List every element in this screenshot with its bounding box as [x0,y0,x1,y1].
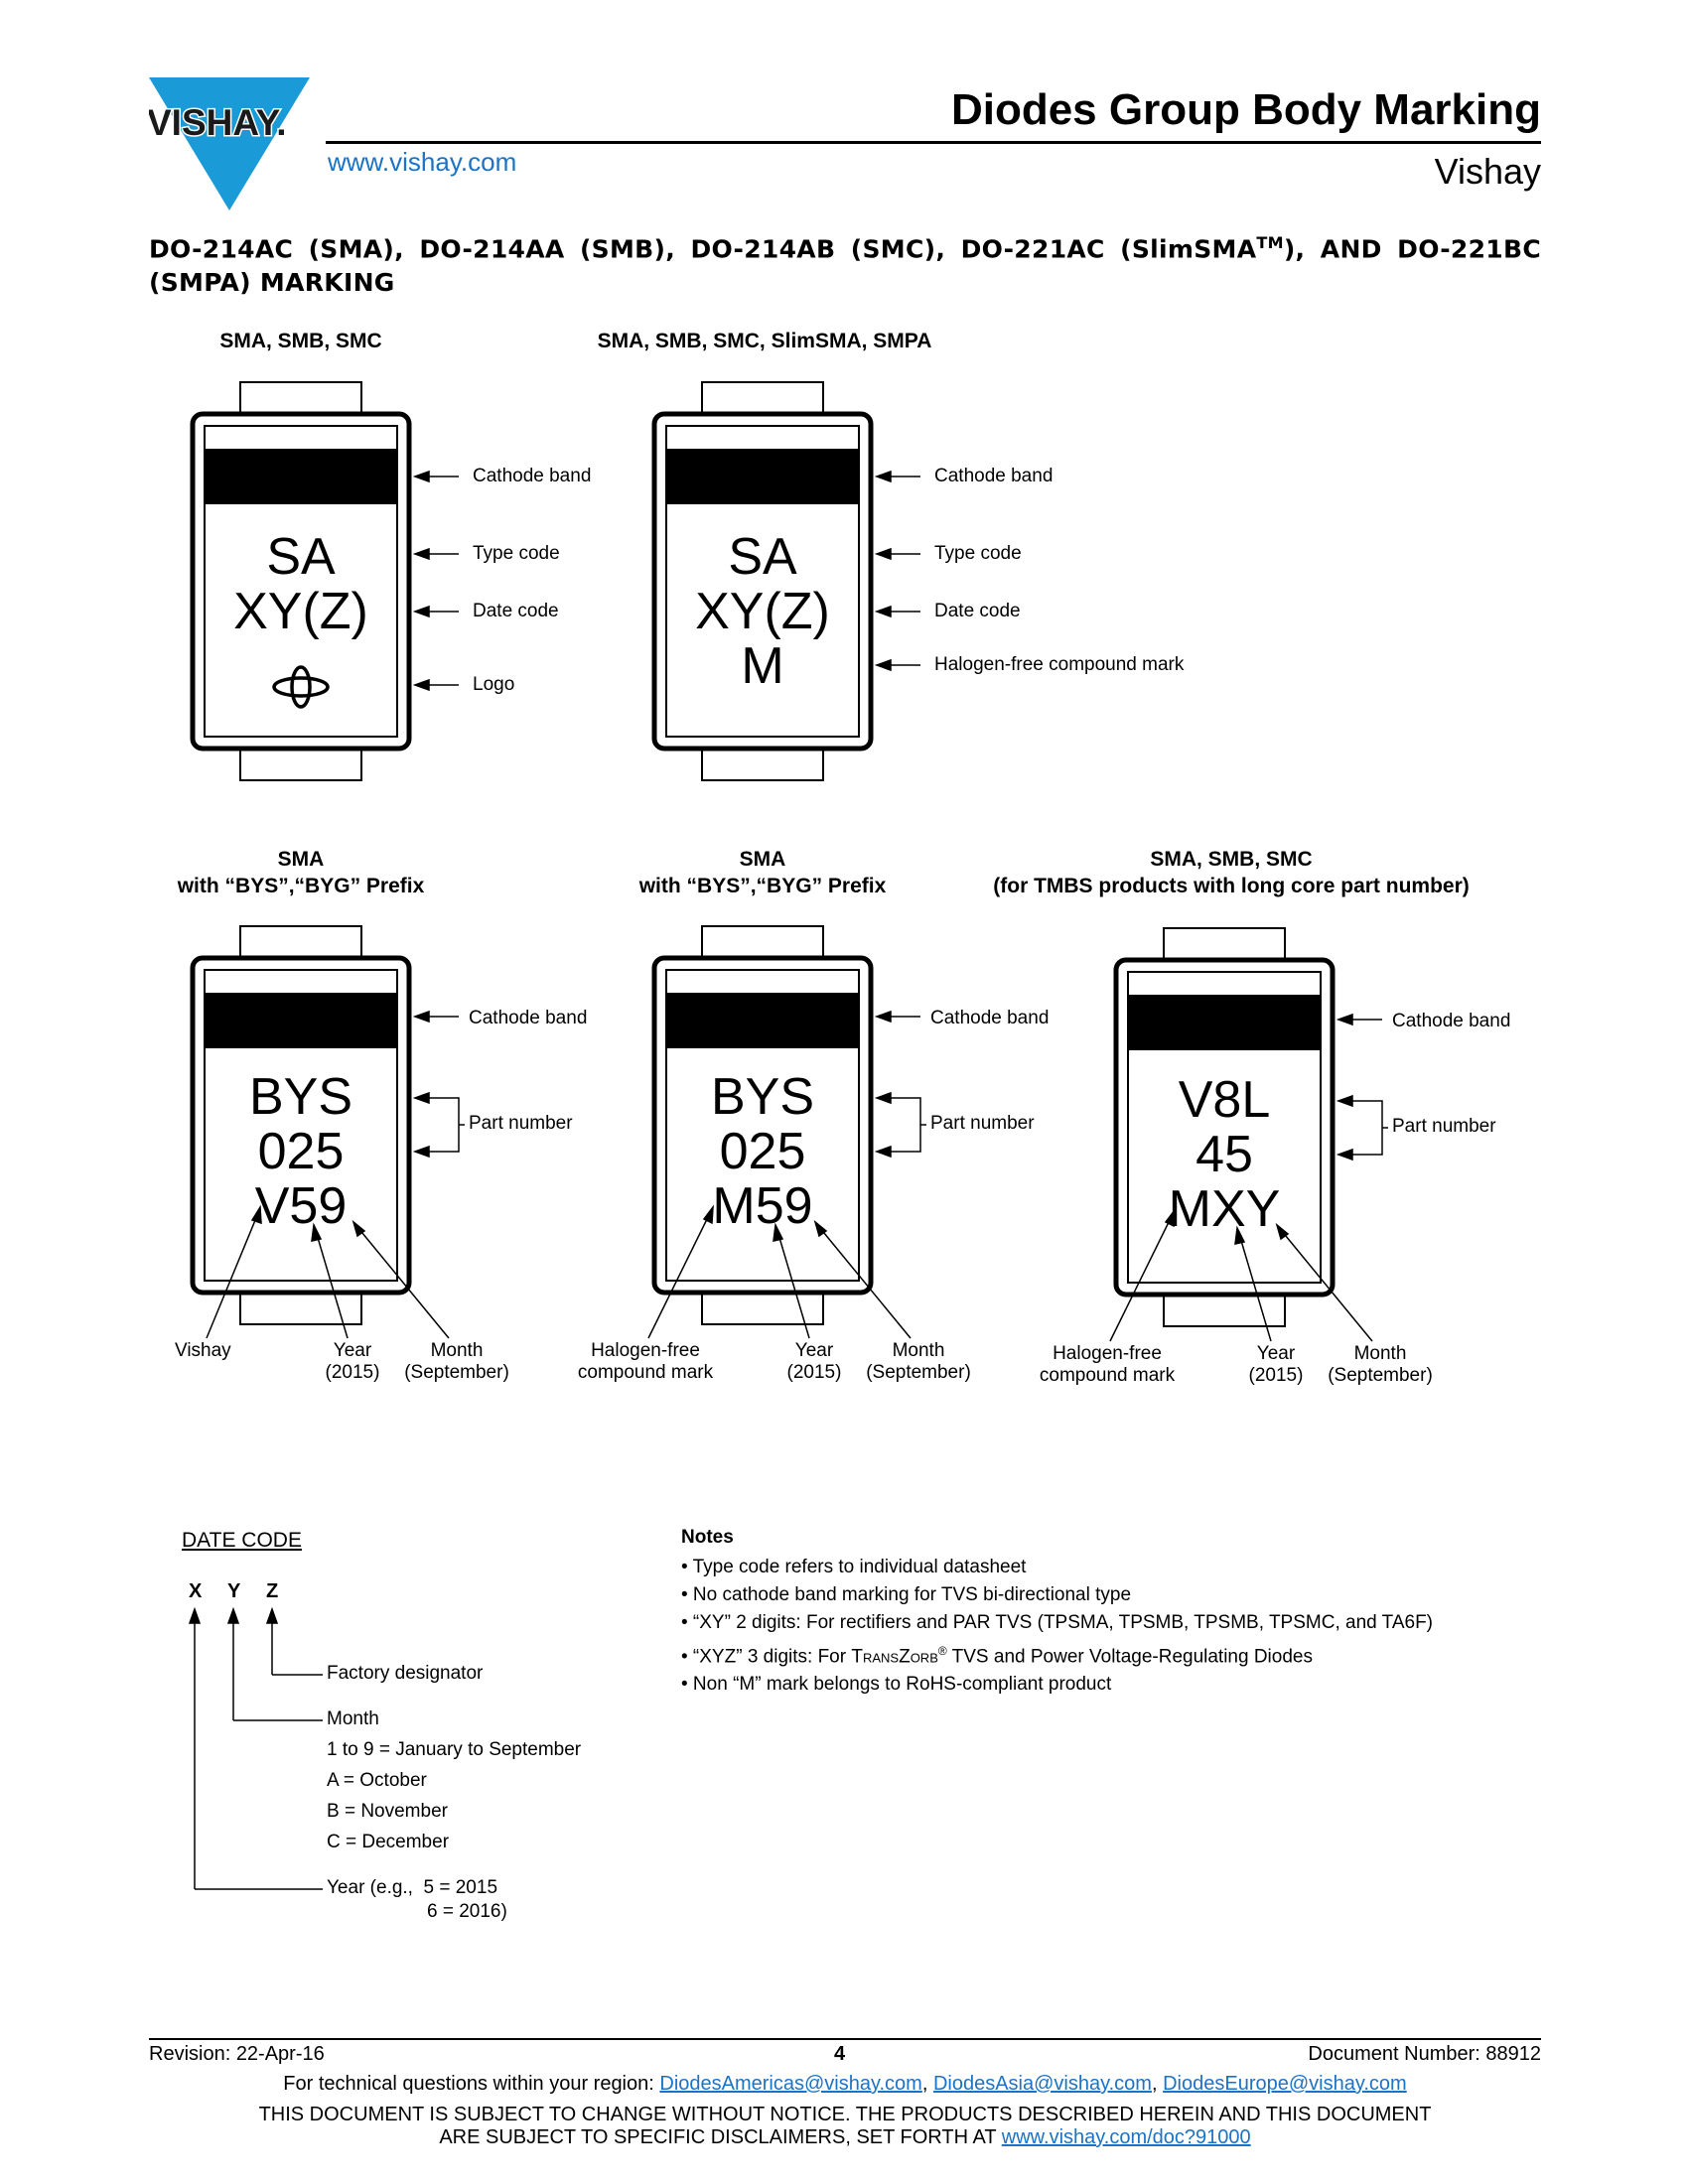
document-title: Diodes Group Body Marking [950,85,1541,134]
revision: Revision: 22-Apr-16 [149,2043,325,2065]
section-heading: DO-214AC (SMA), DO-214AA (SMB), DO-214AB… [149,233,1541,298]
d2-label-date: Date code [934,601,1021,621]
note-item: • “XYZ” 3 digits: For TransZorb® TVS and… [681,1644,1313,1668]
header-divider [326,141,1541,144]
date-code-tree [188,1606,323,1890]
month-label: Month [327,1708,379,1729]
d3-date-line: V59 [254,1177,348,1235]
date-code-z: Z [266,1580,279,1602]
factory-designator-label: Factory designator [327,1663,484,1684]
vishay-logo: VISHAY. [149,77,310,210]
month-value-2: A = October [327,1770,427,1791]
d5-part-line1: V8L [1178,1071,1271,1129]
package-diagram-4 [651,925,874,1325]
year-label-2: 6 = 2016) [427,1901,507,1922]
d2-label-cathode: Cathode band [934,466,1054,486]
email-americas-link[interactable]: DiodesAmericas@vishay.com [659,2073,922,2095]
d3-label-year: Year(2015) [325,1340,380,1383]
d1-arrows [412,470,459,692]
month-value-4: C = December [327,1832,450,1852]
document-number: Document Number: 88912 [1308,2043,1541,2065]
d3-leader-lines [206,1204,450,1339]
package-diagram-3 [190,925,412,1325]
month-value-3: B = November [327,1801,448,1822]
d5-label-part: Part number [1392,1116,1496,1137]
diagram1-title: SMA, SMB, SMC [219,330,382,352]
vishay-symbol-icon [272,665,330,709]
d2-arrows [874,470,920,672]
d1-type-code: SA [266,528,336,586]
d5-label-year: Year(2015) [1248,1343,1304,1386]
d3-label-part: Part number [469,1113,573,1134]
d4-label-part: Part number [930,1113,1035,1134]
package-diagram-1 [190,381,412,781]
diagram2-title: SMA, SMB, SMC, SlimSMA, SMPA [597,330,932,352]
d4-part-line1: BYS [710,1068,815,1126]
d5-date-line: MXY [1168,1180,1281,1238]
d3-arrows [412,1010,465,1159]
d4-leader-lines [647,1204,912,1339]
d2-type-code: SA [728,528,797,586]
year-label: Year (e.g., 5 = 2015 [327,1877,498,1898]
d1-label-cathode: Cathode band [473,466,592,486]
d5-arrows [1336,1013,1388,1161]
email-europe-link[interactable]: DiodesEurope@vishay.com [1163,2073,1407,2095]
d5-label-cathode: Cathode band [1392,1011,1511,1031]
d4-date-line: M59 [712,1177,813,1235]
d5-part-line2: 45 [1196,1126,1253,1183]
diagram5-title: SMA, SMB, SMC(for TMBS products with lon… [993,848,1470,897]
page-number: 4 [834,2043,846,2065]
disclaimer-link[interactable]: www.vishay.com/doc?91000 [1001,2126,1251,2148]
footer-divider [149,2038,1541,2040]
note-item: • Non “M” mark belongs to RoHS-compliant… [681,1674,1112,1696]
package-diagram-5 [1113,927,1336,1327]
d4-part-line2: 025 [719,1123,806,1180]
date-code-x: X [189,1580,203,1602]
d3-part-line1: BYS [248,1068,353,1126]
notes-list: • Type code refers to individual datashe… [681,1554,1433,1699]
month-value-1: 1 to 9 = January to September [327,1739,582,1760]
technical-contacts: For technical questions within your regi… [283,2073,1407,2095]
d4-label-cathode: Cathode band [930,1008,1050,1028]
d3-part-line2: 025 [257,1123,345,1180]
notes-title: Notes [681,1527,734,1548]
d2-label-halogen: Halogen-free compound mark [934,654,1185,675]
d1-date-code: XY(Z) [233,583,368,640]
d3-label-vishay: Vishay [175,1340,231,1361]
d5-leader-lines [1109,1207,1373,1342]
note-item: • No cathode band marking for TVS bi-dir… [681,1584,1132,1605]
d3-label-cathode: Cathode band [469,1008,588,1028]
date-code-title: DATE CODE [182,1529,302,1552]
website-link[interactable]: www.vishay.com [328,147,517,177]
d5-label-month: Month(September) [1328,1343,1433,1386]
disclaimer-line-2: ARE SUBJECT TO SPECIFIC DISCLAIMERS, SET… [439,2126,1251,2148]
d4-label-month: Month(September) [866,1340,971,1383]
package-diagram-2 [651,381,874,781]
company-name: Vishay [1434,151,1541,192]
d2-halogen-mark: M [741,637,784,695]
d1-label-type: Type code [473,543,560,564]
date-code-y: Y [227,1580,241,1602]
d2-date-code: XY(Z) [695,583,830,640]
d4-arrows [874,1010,926,1159]
disclaimer-line-1: THIS DOCUMENT IS SUBJECT TO CHANGE WITHO… [258,2104,1432,2125]
d3-label-month: Month(September) [404,1340,509,1383]
d1-label-logo: Logo [473,674,515,695]
d1-label-date: Date code [473,601,559,621]
note-item: • Type code refers to individual datashe… [681,1557,1027,1577]
d2-label-type: Type code [934,543,1022,564]
email-asia-link[interactable]: DiodesAsia@vishay.com [932,2073,1152,2095]
note-item: • “XY” 2 digits: For rectifiers and PAR … [681,1612,1434,1633]
logo-text: VISHAY. [149,102,287,143]
d4-label-year: Year(2015) [786,1340,842,1383]
